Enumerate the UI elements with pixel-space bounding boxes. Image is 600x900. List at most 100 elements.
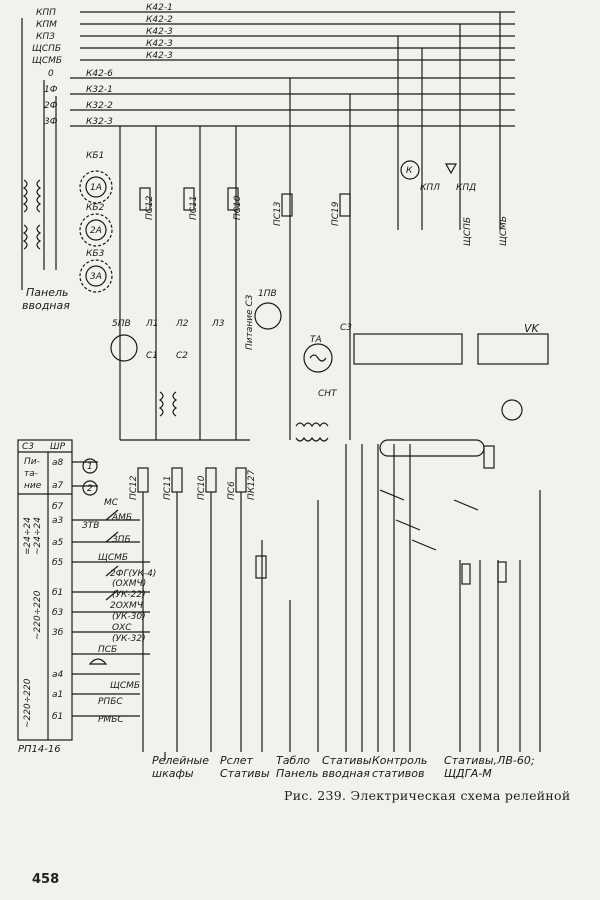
panel-title: та- — [24, 469, 38, 479]
side-label: ПСБ — [98, 645, 117, 655]
panel-marker: 1 — [87, 462, 93, 472]
phase-wire-label: К32-3 — [86, 117, 113, 127]
transformer-label: КБ2 — [86, 203, 105, 213]
phase-wire-label: К42-6 — [86, 69, 113, 79]
bus-label: ЩСПБ — [32, 44, 61, 54]
side-label: РПБС — [98, 697, 123, 707]
panel-row: а4 — [52, 670, 64, 680]
panel-title: ние — [24, 481, 42, 491]
panel-row: б7 — [52, 502, 64, 512]
side-label: (ОХМЧ) — [112, 579, 146, 589]
panel-voltage: ~24÷24 — [33, 517, 43, 555]
panel-row: 3б — [52, 628, 64, 638]
switch-label: С1 — [146, 351, 158, 361]
panel-voltage: ~220÷220 — [23, 678, 33, 728]
relay-label: КПД — [456, 183, 476, 193]
side-label: ЩСМБ — [98, 553, 128, 563]
phase-label: 3Ф — [44, 117, 58, 127]
switch-label: Л1 — [145, 319, 159, 329]
side-label: ОХС — [112, 623, 132, 633]
fuse-label: ПС12 — [129, 475, 139, 500]
fuse-label: ПК127 — [247, 469, 257, 500]
panel-row: б3 — [52, 608, 64, 618]
section-label-stands: Стативы,ЛВ-60;ЩДГА-М — [444, 754, 535, 780]
switch-label: 5ПВ — [112, 319, 131, 329]
panel-title: Пи- — [24, 457, 40, 467]
bus-wire-label: К42-3 — [146, 51, 173, 61]
panel-vvodnaya-label: Панель — [26, 286, 69, 299]
switch-label: Питание С3 — [245, 294, 255, 350]
bus-wire-label: К42-3 — [146, 27, 173, 37]
side-label: ЗТВ — [82, 521, 99, 531]
relay-label: VK — [524, 322, 540, 335]
side-label: ЩСМБ — [110, 681, 140, 691]
right-bus-label: ЩСМБ — [499, 216, 509, 246]
fuse-label: ПС11 — [163, 475, 173, 500]
panel-row: а1 — [52, 690, 63, 700]
side-label: 2ОХМЧ — [110, 601, 143, 611]
switch-label: С3 — [340, 323, 352, 333]
ammeter-label: 3А — [90, 272, 102, 282]
right-bus-label: ЩСПБ — [463, 217, 473, 246]
fuse-label: ПС19 — [331, 201, 341, 226]
phase-label: 2Ф — [44, 101, 58, 111]
relay-label: КПЛ — [420, 183, 440, 193]
phase-wire-label: К32-1 — [86, 85, 113, 95]
phase-wire-label: К32-2 — [86, 101, 113, 111]
panel-row: а5 — [52, 538, 64, 548]
panel-row: а8 — [52, 458, 64, 468]
fuse-label: ПС10 — [233, 195, 243, 220]
bus-label: КПМ — [36, 20, 57, 30]
transformer-label: КБ1 — [86, 151, 104, 161]
page-number: 458 — [32, 872, 60, 887]
side-label: 2ФГ(УК-4) — [110, 569, 156, 579]
panel-row: а7 — [52, 481, 64, 491]
bus-wire-label: К42-1 — [146, 3, 173, 13]
switch-label: Л2 — [175, 319, 189, 329]
fuse-label: ПС12 — [145, 195, 155, 220]
transformer-label: КБ3 — [86, 249, 105, 259]
phase-label: 0 — [48, 69, 54, 79]
fuse-label: ПС13 — [273, 201, 283, 226]
panel-row: б5 — [52, 558, 64, 568]
side-label: АМБ — [111, 513, 132, 523]
side-label: (УК-32) — [112, 634, 146, 644]
panel-row: а3 — [52, 516, 64, 526]
switch-label: Л3 — [211, 319, 225, 329]
fuse-label: ПС11 — [189, 195, 199, 220]
panel-row: б1 — [52, 712, 63, 722]
side-label: ЗПБ — [112, 535, 131, 545]
panel-vvodnaya-label: вводная — [22, 299, 70, 312]
bus-label: КПП — [36, 8, 56, 18]
figure-caption: Рис. 239. Электрическая схема релейной — [284, 788, 571, 803]
fuse-label: ПС10 — [197, 475, 207, 500]
switch-label: ТА — [310, 335, 322, 345]
panel-marker: 2 — [87, 484, 93, 494]
switch-label: С2 — [176, 351, 188, 361]
bus-label: КПЗ — [36, 32, 55, 42]
side-label: РМБС — [98, 715, 124, 725]
side-label: (УК-30) — [112, 612, 146, 622]
bus-wire-label: К42-2 — [146, 15, 173, 25]
switch-label: 1ПВ — [258, 289, 277, 299]
panel-header: ШР — [50, 442, 66, 452]
panel-row: б1 — [52, 588, 63, 598]
panel-voltage: =24÷24 — [23, 517, 33, 555]
ammeter-label: 2А — [90, 226, 102, 236]
side-label: МС — [104, 498, 119, 508]
bus-wire-label: К42-3 — [146, 39, 173, 49]
panel-voltage: ~220÷220 — [33, 590, 43, 640]
fuse-label: ПС6 — [227, 481, 237, 500]
ammeter-label: 1А — [90, 183, 102, 193]
panel-footer: РП14-16 — [18, 744, 61, 755]
bus-label: ЩСМБ — [32, 56, 62, 66]
panel-header: С3 — [22, 442, 34, 452]
relay-label: К — [406, 166, 413, 176]
switch-label: СНТ — [318, 389, 338, 399]
